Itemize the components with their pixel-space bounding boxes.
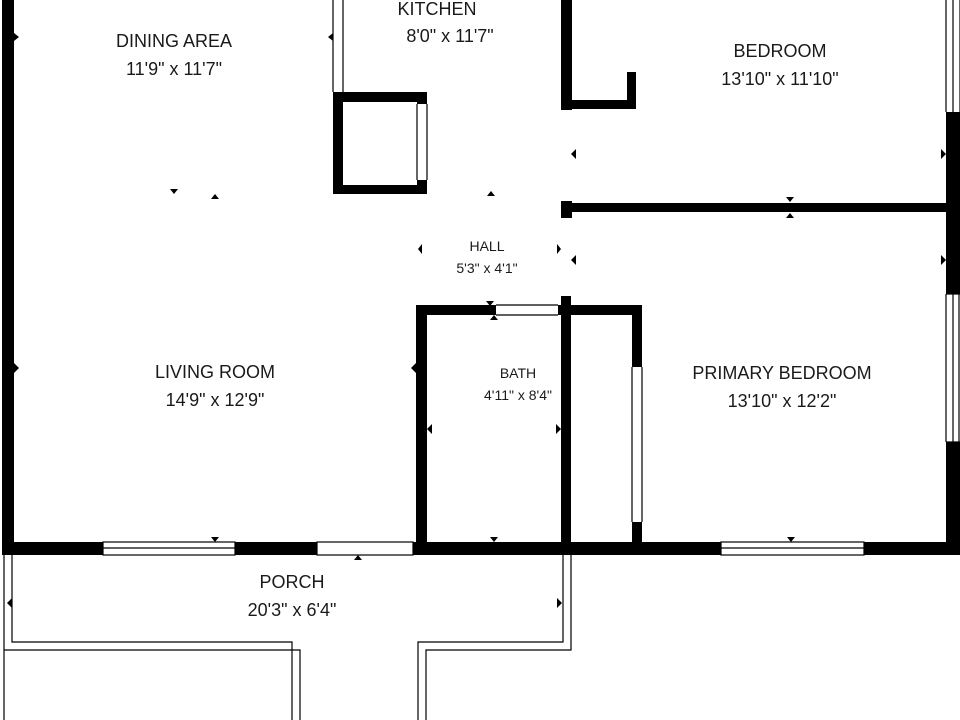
porch-name: PORCH [259, 572, 324, 592]
primary-bedroom-dims: 13'10" x 12'2" [728, 391, 837, 411]
tick [328, 33, 333, 41]
dining-name: DINING AREA [116, 31, 232, 51]
wall-hall-right [561, 296, 571, 555]
room-labels: DINING AREA 11'9" x 11'7" KITCHEN 8'0" x… [116, 0, 872, 620]
porch-outline-right-inner [417, 555, 564, 720]
wall-closet-lower [632, 522, 642, 555]
bath-dims: 4'11" x 8'4" [484, 387, 552, 403]
bedroom-name: BEDROOM [733, 41, 826, 61]
tick [787, 537, 795, 542]
wall-bath-top-right [558, 305, 642, 315]
kitchen-name: KITCHEN [397, 0, 476, 19]
tick [786, 213, 794, 218]
porch-outline-left-outer [4, 649, 301, 720]
wall-kitchen-fixture-bottom [333, 185, 427, 194]
opening-bottom-entry [316, 541, 414, 556]
wall-kitchen-bedroom [561, 0, 572, 110]
tick [557, 598, 562, 608]
hall-name: HALL [469, 238, 504, 254]
kitchen-dims: 8'0" x 11'7" [406, 26, 493, 46]
tick [14, 363, 19, 373]
wall-closet-upper [632, 305, 642, 367]
wall-bath-left [416, 305, 427, 555]
walls [2, 0, 960, 555]
primary-bedroom-name: PRIMARY BEDROOM [692, 363, 871, 383]
tick [487, 191, 495, 196]
wall-kitchen-fixture-top [333, 92, 427, 102]
tick [211, 194, 219, 199]
wall-kitchen-fixture-right-a [417, 92, 427, 104]
tick [490, 537, 498, 542]
tick [941, 149, 946, 159]
living-name: LIVING ROOM [155, 362, 275, 382]
wall-kitchen-fixture-left [333, 92, 343, 194]
dimension-ticks [7, 33, 946, 608]
dining-dims: 11'9" x 11'7" [126, 59, 222, 79]
tick [418, 244, 422, 254]
tick [211, 537, 219, 542]
tick [571, 149, 576, 159]
thin-lines [3, 0, 960, 720]
tick [486, 301, 494, 306]
wall-bath-top-left [416, 305, 496, 315]
tick [557, 244, 561, 254]
tick [556, 424, 561, 434]
wall-left-exterior [2, 0, 14, 555]
wall-bedroom-closet-h [561, 100, 636, 109]
wall-bottom-2 [235, 542, 317, 555]
tick [786, 197, 794, 202]
tick [411, 363, 416, 373]
wall-bottom-4 [864, 542, 960, 555]
porch-dims: 20'3" x 6'4" [248, 600, 337, 620]
tick [571, 255, 576, 265]
wall-bedroom-closet-v [627, 72, 636, 109]
tick [14, 33, 19, 41]
tick [7, 598, 12, 608]
wall-bedrooms-divider [561, 203, 960, 212]
wall-kitchen-fixture-right-b [417, 180, 427, 194]
tick [941, 255, 946, 265]
tick [170, 189, 178, 194]
wall-right-2 [946, 442, 960, 555]
tick [490, 315, 498, 320]
hall-dims: 5'3" x 4'1" [456, 260, 517, 276]
tick [354, 555, 362, 560]
bedroom-dims: 13'10" x 11'10" [721, 69, 838, 89]
living-dims: 14'9" x 12'9" [166, 390, 265, 410]
wall-bottom-1 [2, 542, 103, 555]
tick [427, 424, 432, 434]
bath-name: BATH [500, 365, 536, 381]
porch-outline-left-inner [11, 555, 293, 720]
porch-outline-right-outer [425, 555, 572, 720]
